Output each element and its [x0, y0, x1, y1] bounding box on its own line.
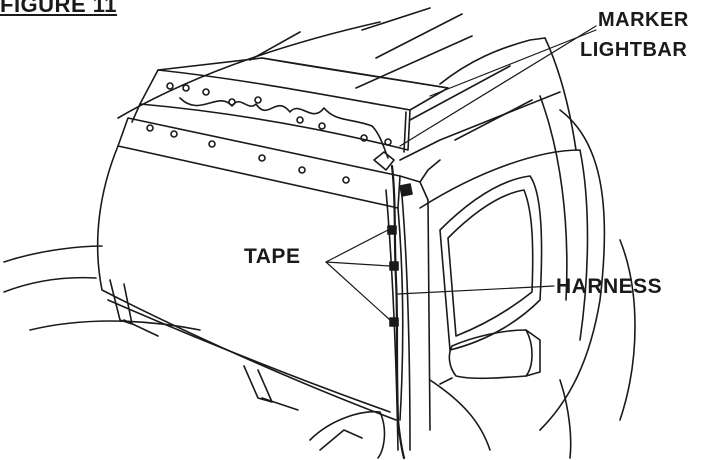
- lightbar-label: LIGHTBAR: [580, 39, 688, 61]
- figure-title: FIGURE 11: [0, 0, 117, 17]
- marker-label: MARKER: [598, 9, 689, 31]
- harness-connector: [373, 151, 413, 197]
- harness-label: HARNESS: [556, 275, 663, 298]
- tape-label: TAPE: [244, 245, 301, 268]
- lower-body: [309, 239, 636, 459]
- wiper-arms: [109, 279, 299, 411]
- marker-lightbar: [131, 57, 449, 153]
- door-window: [419, 95, 606, 431]
- lightbar-mount-holes: [166, 82, 392, 146]
- hood-lines: [3, 245, 201, 331]
- side-mirror: [439, 329, 541, 385]
- lightbar-wiring: [179, 97, 389, 159]
- windshield-header: [117, 117, 401, 209]
- leader-lines: [325, 25, 597, 321]
- windshield: [96, 145, 404, 421]
